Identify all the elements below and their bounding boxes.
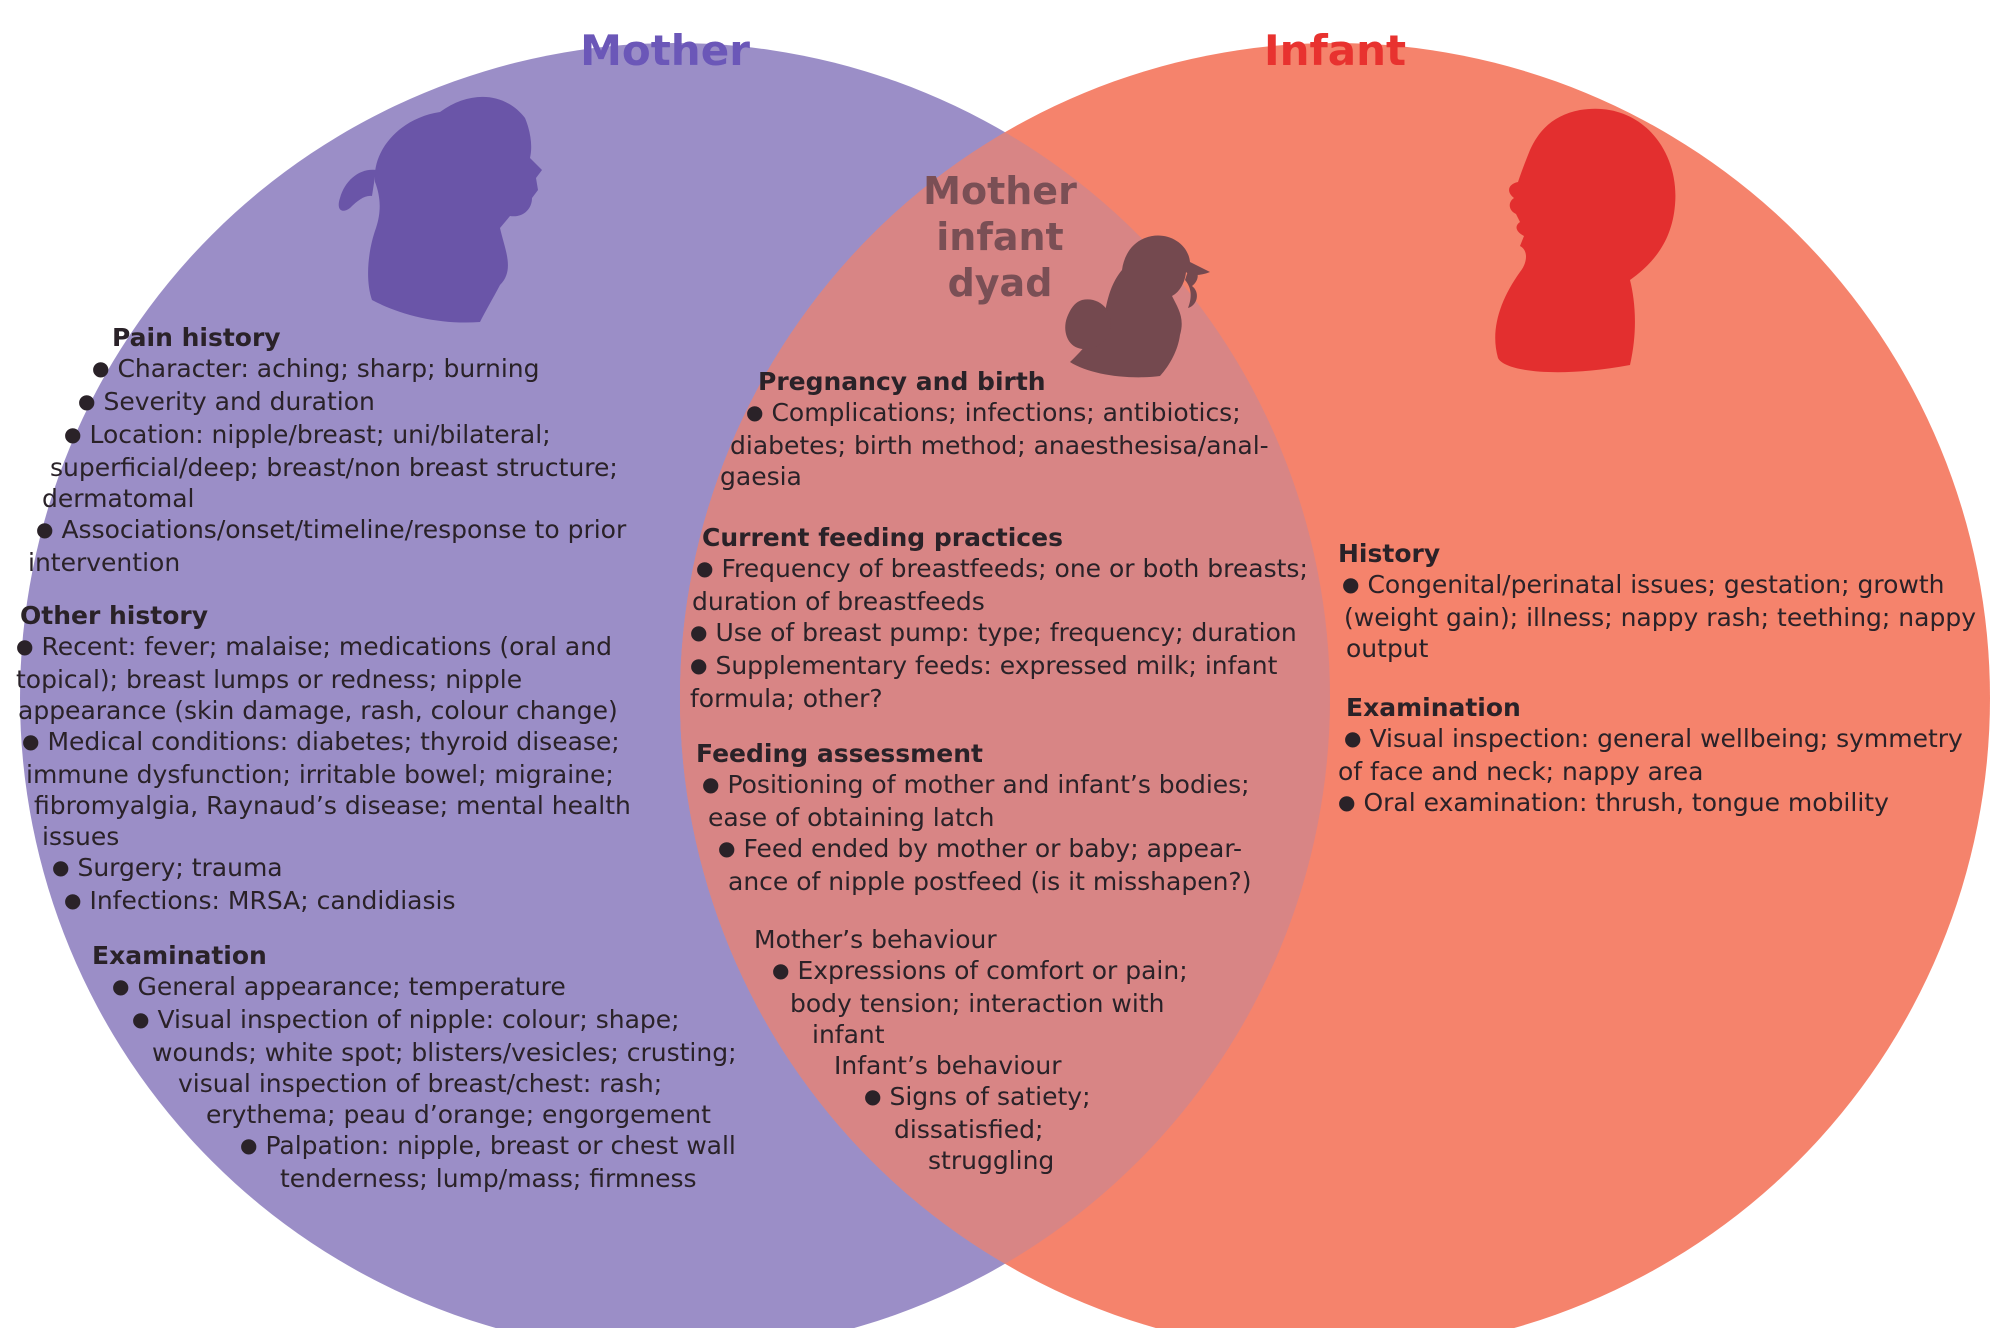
list-item-continued: intervention (28, 548, 181, 577)
list-item-continued: topical); breast lumps or redness; nippl… (16, 665, 523, 694)
list-item: ●Complications; infections; antibiotics; (746, 398, 1241, 427)
list-item: ●Palpation: nipple, breast or chest wall (240, 1131, 736, 1160)
mother-examination: Examination ●General appearance; tempera… (20, 940, 737, 1194)
bullet-dot-icon: ● (702, 772, 720, 796)
bullet-dot-icon: ● (690, 653, 708, 677)
list-item: ●Frequency of breastfeeds; one or both b… (696, 554, 1308, 583)
list-item-continued: output (1346, 634, 1429, 663)
dyad-heading: Mother infant dyad (905, 168, 1095, 306)
dyad-feeding-assessment: Feeding assessment ●Positioning of mothe… (696, 738, 1251, 897)
section-title: Feeding assessment (696, 739, 983, 768)
list-item: ●Congenital/perinatal issues; gestation;… (1342, 570, 1945, 599)
bullet-dot-icon: ● (92, 356, 110, 380)
section-title: Current feeding practices (702, 523, 1063, 552)
list-item-continued: appearance (skin damage, rash, colour ch… (18, 696, 618, 725)
list-item: ●Medical conditions: diabetes; thyroid d… (22, 727, 620, 756)
list-item: ●Supplementary feeds: expressed milk; in… (690, 651, 1278, 680)
bullet-dot-icon: ● (52, 855, 70, 879)
bullet-dot-icon: ● (36, 517, 54, 541)
list-item-continued: duration of breastfeeds (692, 587, 985, 616)
list-item: ●Signs of satiety; (864, 1082, 1091, 1111)
overlap-region (680, 43, 1330, 1328)
dyad-behaviour: Mother’s behaviour ●Expressions of comfo… (754, 924, 1188, 1176)
mother-infant-silhouette-icon (1065, 235, 1210, 378)
mother-pain-history: Pain history ●Character: aching; sharp; … (20, 322, 626, 578)
list-item: ●Use of breast pump: type; frequency; du… (690, 618, 1297, 647)
bullet-dot-icon: ● (864, 1084, 882, 1108)
list-item-continued: issues (42, 822, 120, 851)
list-item: ●Feed ended by mother or baby; appear- (718, 834, 1243, 863)
infant-heading: Infant (1263, 26, 1407, 75)
list-item: ●Infections: MRSA; candidiasis (64, 886, 456, 915)
list-item-continued: gaesia (720, 462, 802, 491)
bullet-dot-icon: ● (696, 556, 714, 580)
bullet-dot-icon: ● (1342, 572, 1360, 596)
list-item: ●Location: nipple/breast; uni/bilateral; (64, 420, 551, 449)
list-item-continued: body tension; interaction with (790, 989, 1165, 1018)
dyad-heading-line-1: Mother (923, 169, 1077, 213)
bullet-dot-icon: ● (1344, 726, 1362, 750)
list-item: ●Oral examination: thrush, tongue mobili… (1338, 788, 1889, 817)
list-item: ●General appearance; temperature (112, 972, 566, 1001)
bullet-dot-icon: ● (1338, 790, 1356, 814)
bullet-dot-icon: ● (16, 634, 34, 658)
list-item: ●Recent: fever; malaise; medications (or… (16, 632, 612, 661)
list-item-continued: (weight gain); illness; nappy rash; teet… (1344, 603, 1976, 632)
dyad-pregnancy-birth: Pregnancy and birth ●Complications; infe… (720, 366, 1269, 492)
list-item-continued: immune dysfunction; irritable bowel; mig… (26, 760, 614, 789)
list-item: ●Positioning of mother and infant’s bodi… (702, 770, 1250, 799)
section-title: Pain history (112, 323, 281, 352)
infant-behaviour-label: Infant’s behaviour (834, 1051, 1062, 1080)
section-title: Other history (20, 601, 208, 630)
list-item-continued: of face and neck; nappy area (1338, 757, 1704, 786)
bullet-dot-icon: ● (746, 400, 764, 424)
infant-examination: Examination ●Visual inspection: general … (1338, 692, 1963, 820)
list-item-continued: tenderness; lump/mass; firmness (280, 1164, 697, 1193)
list-item-continued: diabetes; birth method; anaesthesisa/ana… (730, 431, 1269, 460)
mother-heading: Mother (580, 26, 750, 75)
list-item-continued: wounds; white spot; blisters/vesicles; c… (152, 1038, 737, 1067)
bullet-dot-icon: ● (112, 974, 130, 998)
bullet-dot-icon: ● (240, 1133, 258, 1157)
section-title: Examination (1346, 693, 1521, 722)
bullet-dot-icon: ● (690, 620, 708, 644)
list-item-continued: fibromyalgia, Raynaud’s disease; mental … (34, 791, 631, 820)
list-item-continued: ease of obtaining latch (708, 803, 995, 832)
infant-silhouette-icon (1495, 108, 1676, 373)
bullet-dot-icon: ● (78, 389, 96, 413)
dyad-heading-line-3: dyad (947, 261, 1053, 305)
infant-history: History ●Congenital/perinatal issues; ge… (1338, 538, 1976, 664)
bullet-dot-icon: ● (718, 836, 736, 860)
mother-silhouette-icon (338, 96, 542, 323)
bullet-dot-icon: ● (132, 1007, 150, 1031)
list-item: ●Visual inspection of nipple: colour; sh… (132, 1005, 680, 1034)
list-item-continued: struggling (928, 1146, 1055, 1175)
list-item: ●Severity and duration (78, 387, 375, 416)
list-item-continued: dissatisfied; (894, 1115, 1044, 1144)
mother-other-history: Other history ●Recent: fever; malaise; m… (16, 600, 631, 918)
list-item: ●Associations/onset/timeline/response to… (36, 515, 627, 544)
list-item-continued: superficial/deep; breast/non breast stru… (50, 453, 618, 482)
list-item: ●Surgery; trauma (52, 853, 283, 882)
list-item-continued: dermatomal (42, 484, 195, 513)
dyad-heading-line-2: infant (936, 215, 1064, 259)
section-title: History (1338, 539, 1441, 568)
list-item-continued: erythema; peau d’orange; engorgement (206, 1100, 711, 1129)
section-title: Pregnancy and birth (758, 367, 1046, 396)
list-item: ●Expressions of comfort or pain; (772, 956, 1188, 985)
list-item: ●Visual inspection: general wellbeing; s… (1344, 724, 1963, 753)
bullet-dot-icon: ● (64, 422, 82, 446)
bullet-dot-icon: ● (64, 888, 82, 912)
list-item: ●Character: aching; sharp; burning (92, 354, 540, 383)
section-title: Examination (92, 941, 267, 970)
bullet-dot-icon: ● (772, 958, 790, 982)
list-item-continued: infant (812, 1020, 885, 1049)
dyad-current-feeding: Current feeding practices ●Frequency of … (690, 522, 1308, 714)
list-item-continued: visual inspection of breast/chest: rash; (178, 1069, 663, 1098)
list-item-continued: formula; other? (690, 684, 883, 713)
mother-behaviour-label: Mother’s behaviour (754, 925, 997, 954)
bullet-dot-icon: ● (22, 729, 40, 753)
list-item-continued: ance of nipple postfeed (is it misshapen… (728, 867, 1252, 896)
